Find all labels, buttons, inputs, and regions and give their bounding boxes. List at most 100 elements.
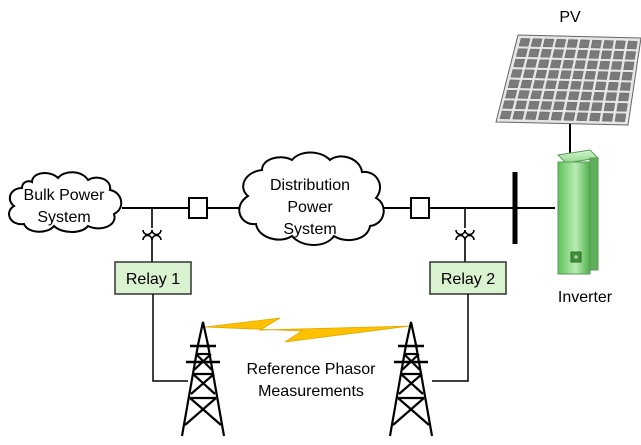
pv-cell bbox=[530, 90, 543, 100]
relay-1-box bbox=[114, 261, 192, 295]
pv-cell bbox=[507, 79, 520, 89]
distribution-label-3: System bbox=[283, 221, 336, 238]
pv-cell bbox=[535, 69, 547, 79]
pv-cell bbox=[623, 61, 635, 71]
relay-1-comm-wire bbox=[152, 294, 188, 382]
relay-2-box bbox=[429, 261, 507, 295]
pv-cell bbox=[570, 81, 582, 90]
reference-phasor-label-1: Reference Phasor bbox=[247, 361, 377, 378]
pv-cell bbox=[614, 113, 627, 122]
pv-cell bbox=[586, 60, 598, 70]
pv-label: PV bbox=[559, 9, 581, 26]
pv-cell bbox=[513, 58, 526, 68]
relay-2-comm-wire bbox=[432, 294, 469, 382]
pv-cell bbox=[609, 71, 621, 81]
pv-cell bbox=[499, 110, 512, 120]
pv-cell bbox=[549, 59, 562, 69]
pv-cell bbox=[602, 40, 614, 49]
pv-cell bbox=[553, 101, 565, 111]
pv-cell bbox=[522, 69, 535, 79]
pv-cell bbox=[591, 102, 603, 111]
pv-cell bbox=[565, 101, 578, 111]
inverter-icon bbox=[556, 149, 600, 275]
pv-cell bbox=[530, 38, 543, 47]
relay-2-label: Relay 2 bbox=[441, 271, 495, 288]
pv-cell bbox=[542, 90, 555, 100]
distribution-label-2: Power bbox=[287, 199, 333, 216]
pv-cell bbox=[625, 51, 636, 60]
distribution-cloud bbox=[238, 151, 385, 246]
pv-cell bbox=[537, 59, 550, 68]
pv-cell bbox=[515, 100, 528, 110]
pv-cell bbox=[607, 81, 619, 91]
pv-cell bbox=[616, 103, 628, 112]
pv-cell bbox=[601, 113, 614, 122]
pv-cell bbox=[567, 91, 580, 100]
pv-cell bbox=[582, 81, 594, 90]
pv-cell bbox=[547, 70, 560, 79]
pv-cell bbox=[512, 111, 525, 120]
pv-cell bbox=[554, 38, 567, 48]
pv-cell bbox=[566, 39, 579, 48]
pv-cell bbox=[590, 39, 602, 49]
pv-cell bbox=[525, 59, 538, 68]
pv-cell bbox=[605, 92, 617, 101]
pv-cell bbox=[603, 102, 616, 112]
pv-cell bbox=[626, 40, 638, 50]
pv-cell bbox=[552, 49, 564, 58]
pv-cell bbox=[555, 91, 568, 100]
pv-cell bbox=[517, 90, 530, 99]
pv-cell bbox=[510, 69, 523, 78]
pv-panel-icon bbox=[495, 34, 641, 126]
pv-cell bbox=[576, 49, 588, 59]
pv-cell bbox=[576, 112, 589, 122]
pv-cell bbox=[594, 81, 607, 91]
pv-cell bbox=[525, 111, 538, 120]
transmission-tower-icon bbox=[180, 321, 226, 437]
pv-cell bbox=[598, 60, 611, 70]
pv-cell bbox=[516, 48, 528, 57]
breaker-right bbox=[410, 197, 430, 219]
pv-cell bbox=[611, 61, 623, 70]
pv-cell bbox=[559, 70, 572, 79]
pv-cell bbox=[584, 71, 596, 80]
pv-cell bbox=[578, 102, 591, 111]
pv-cell bbox=[540, 49, 552, 58]
pv-cell bbox=[612, 50, 624, 60]
pv-cell bbox=[562, 60, 574, 69]
pv-cell bbox=[580, 91, 592, 101]
bulk-power-label-1: Bulk Power bbox=[24, 187, 106, 204]
pv-cell bbox=[572, 70, 584, 80]
pv-cell bbox=[563, 112, 576, 121]
pv-cell bbox=[505, 89, 518, 99]
inverter-label: Inverter bbox=[558, 289, 613, 306]
pv-cell bbox=[621, 71, 633, 81]
pv-cell bbox=[527, 100, 540, 110]
pv-cell bbox=[589, 112, 601, 122]
pv-cell bbox=[578, 39, 590, 49]
pv-cell bbox=[588, 50, 600, 59]
bulk-power-cloud bbox=[8, 171, 123, 233]
current-transformer-icon bbox=[455, 208, 475, 262]
pv-cell bbox=[557, 80, 570, 90]
pv-cell bbox=[619, 82, 632, 91]
pv-cell bbox=[520, 79, 533, 89]
pv-cell bbox=[564, 49, 576, 59]
pv-cell bbox=[600, 50, 612, 60]
pv-cell bbox=[596, 71, 609, 80]
pv-cell bbox=[502, 100, 515, 109]
reference-phasor-label-2: Measurements bbox=[258, 383, 364, 400]
current-transformer-icon bbox=[142, 208, 162, 262]
breaker-left bbox=[188, 197, 208, 219]
pv-cell bbox=[550, 111, 563, 121]
bulk-power-label-2: System bbox=[37, 209, 90, 226]
pv-cell bbox=[542, 38, 555, 48]
transmission-tower-icon bbox=[388, 321, 434, 437]
pv-cell bbox=[618, 92, 630, 102]
pv-cell bbox=[532, 80, 545, 89]
pv-cell bbox=[574, 60, 586, 69]
pv-cell bbox=[537, 111, 550, 121]
relay-1-label: Relay 1 bbox=[126, 271, 180, 288]
